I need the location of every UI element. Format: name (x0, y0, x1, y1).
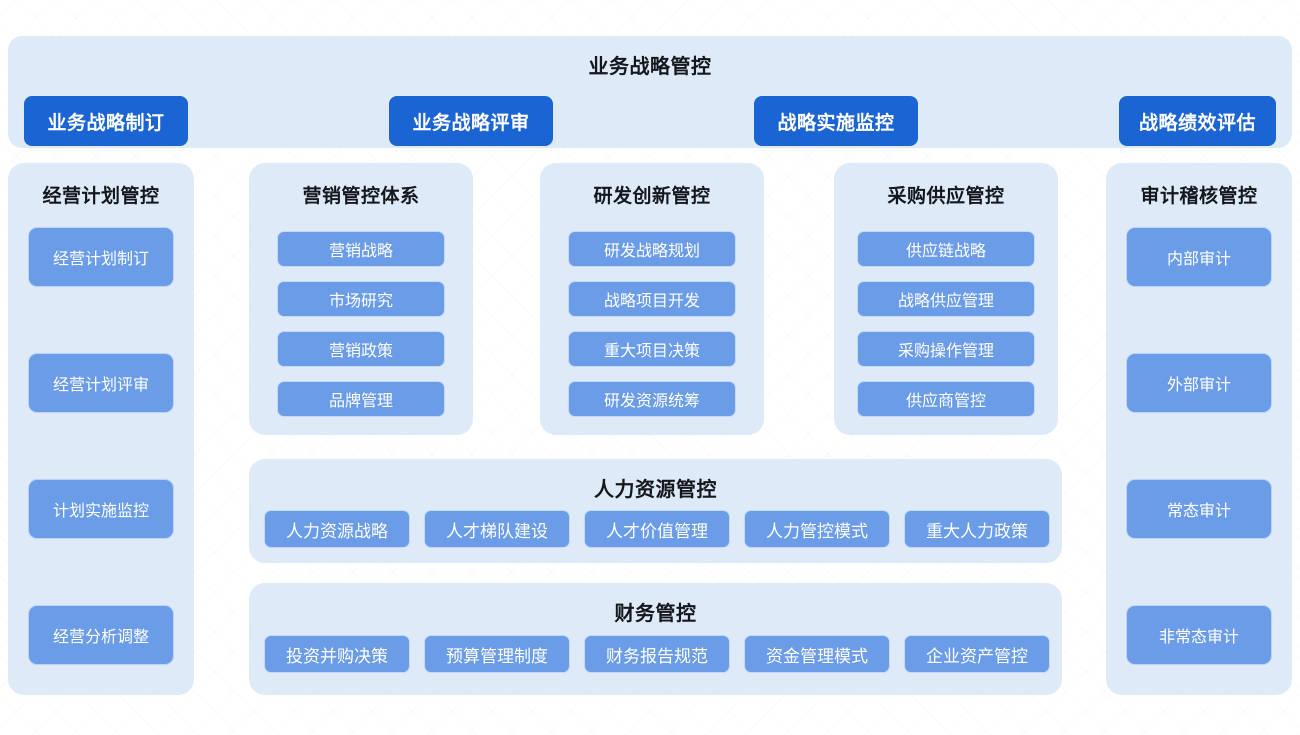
chip-plan-formulation[interactable]: 经营计划制订 (28, 227, 174, 287)
chip-enterprise-asset-ctrl[interactable]: 企业资产管控 (904, 635, 1050, 673)
chip-rd-strategy-planning[interactable]: 研发战略规划 (568, 231, 736, 267)
chip-routine-audit[interactable]: 常态审计 (1126, 479, 1272, 539)
chip-strategic-project-dev[interactable]: 战略项目开发 (568, 281, 736, 317)
chip-market-research[interactable]: 市场研究 (277, 281, 445, 317)
chip-fund-management-model[interactable]: 资金管理模式 (744, 635, 890, 673)
chip-plan-analysis[interactable]: 经营分析调整 (28, 605, 174, 665)
business-strategy-banner: 业务战略管控 业务战略制订 业务战略评审 战略实施监控 战略绩效评估 (8, 36, 1292, 148)
panel-title-human-resources-control: 人力资源管控 (594, 479, 717, 501)
panel-human-resources-control: 人力资源管控 人力资源战略 人才梯队建设 人才价值管理 人力管控模式 重大人力政… (249, 459, 1062, 563)
chip-supply-chain-strategy[interactable]: 供应链战略 (857, 231, 1035, 267)
banner-button-strategy-performance-evaluation[interactable]: 战略绩效评估 (1119, 96, 1276, 146)
chip-marketing-strategy[interactable]: 营销战略 (277, 231, 445, 267)
chip-supplier-control[interactable]: 供应商管控 (857, 381, 1035, 417)
chip-hr-strategy[interactable]: 人力资源战略 (264, 510, 410, 548)
panel-rd-innovation-control: 研发创新管控 研发战略规划 战略项目开发 重大项目决策 研发资源统筹 (540, 163, 764, 435)
panel-title-procurement-supply-control: 采购供应管控 (887, 186, 1005, 207)
panel-title-financial-control: 财务管控 (614, 603, 697, 625)
chip-talent-value-mgmt[interactable]: 人才价值管理 (584, 510, 730, 548)
chip-procurement-operations[interactable]: 采购操作管理 (857, 331, 1035, 367)
chip-marketing-policy[interactable]: 营销政策 (277, 331, 445, 367)
banner-button-strategy-formulation[interactable]: 业务战略制订 (24, 96, 188, 146)
chip-external-audit[interactable]: 外部审计 (1126, 353, 1272, 413)
chip-investment-ma-decision[interactable]: 投资并购决策 (264, 635, 410, 673)
panel-marketing-control-system: 营销管控体系 营销战略 市场研究 营销政策 品牌管理 (249, 163, 473, 435)
chip-plan-monitoring[interactable]: 计划实施监控 (28, 479, 174, 539)
chip-financial-reporting[interactable]: 财务报告规范 (584, 635, 730, 673)
chip-plan-review[interactable]: 经营计划评审 (28, 353, 174, 413)
chip-major-hr-policy[interactable]: 重大人力政策 (904, 510, 1050, 548)
panel-audit-inspection-control: 审计稽核管控 内部审计 外部审计 常态审计 非常态审计 (1106, 163, 1292, 695)
banner-button-strategy-review[interactable]: 业务战略评审 (389, 96, 553, 146)
chip-talent-pipeline[interactable]: 人才梯队建设 (424, 510, 570, 548)
panel-procurement-supply-control: 采购供应管控 供应链战略 战略供应管理 采购操作管理 供应商管控 (834, 163, 1058, 435)
panel-title-marketing-control-system: 营销管控体系 (302, 186, 420, 207)
chip-strategic-supply-mgmt[interactable]: 战略供应管理 (857, 281, 1035, 317)
chip-rd-resource-planning[interactable]: 研发资源统筹 (568, 381, 736, 417)
panel-title-audit-inspection-control: 审计稽核管控 (1140, 186, 1258, 207)
chip-hr-control-model[interactable]: 人力管控模式 (744, 510, 890, 548)
chip-brand-management[interactable]: 品牌管理 (277, 381, 445, 417)
chip-budget-management[interactable]: 预算管理制度 (424, 635, 570, 673)
chip-non-routine-audit[interactable]: 非常态审计 (1126, 605, 1272, 665)
chip-major-project-decision[interactable]: 重大项目决策 (568, 331, 736, 367)
panel-title-business-plan-control: 经营计划管控 (42, 186, 160, 207)
banner-button-strategy-implementation-monitoring[interactable]: 战略实施监控 (754, 96, 918, 146)
banner-button-row: 业务战略制订 业务战略评审 战略实施监控 战略绩效评估 (8, 96, 1292, 146)
banner-title: 业务战略管控 (588, 56, 712, 78)
panel-financial-control: 财务管控 投资并购决策 预算管理制度 财务报告规范 资金管理模式 企业资产管控 (249, 583, 1062, 695)
panel-business-plan-control: 经营计划管控 经营计划制订 经营计划评审 计划实施监控 经营分析调整 (8, 163, 194, 695)
chip-internal-audit[interactable]: 内部审计 (1126, 227, 1272, 287)
panel-title-rd-innovation-control: 研发创新管控 (593, 186, 711, 207)
